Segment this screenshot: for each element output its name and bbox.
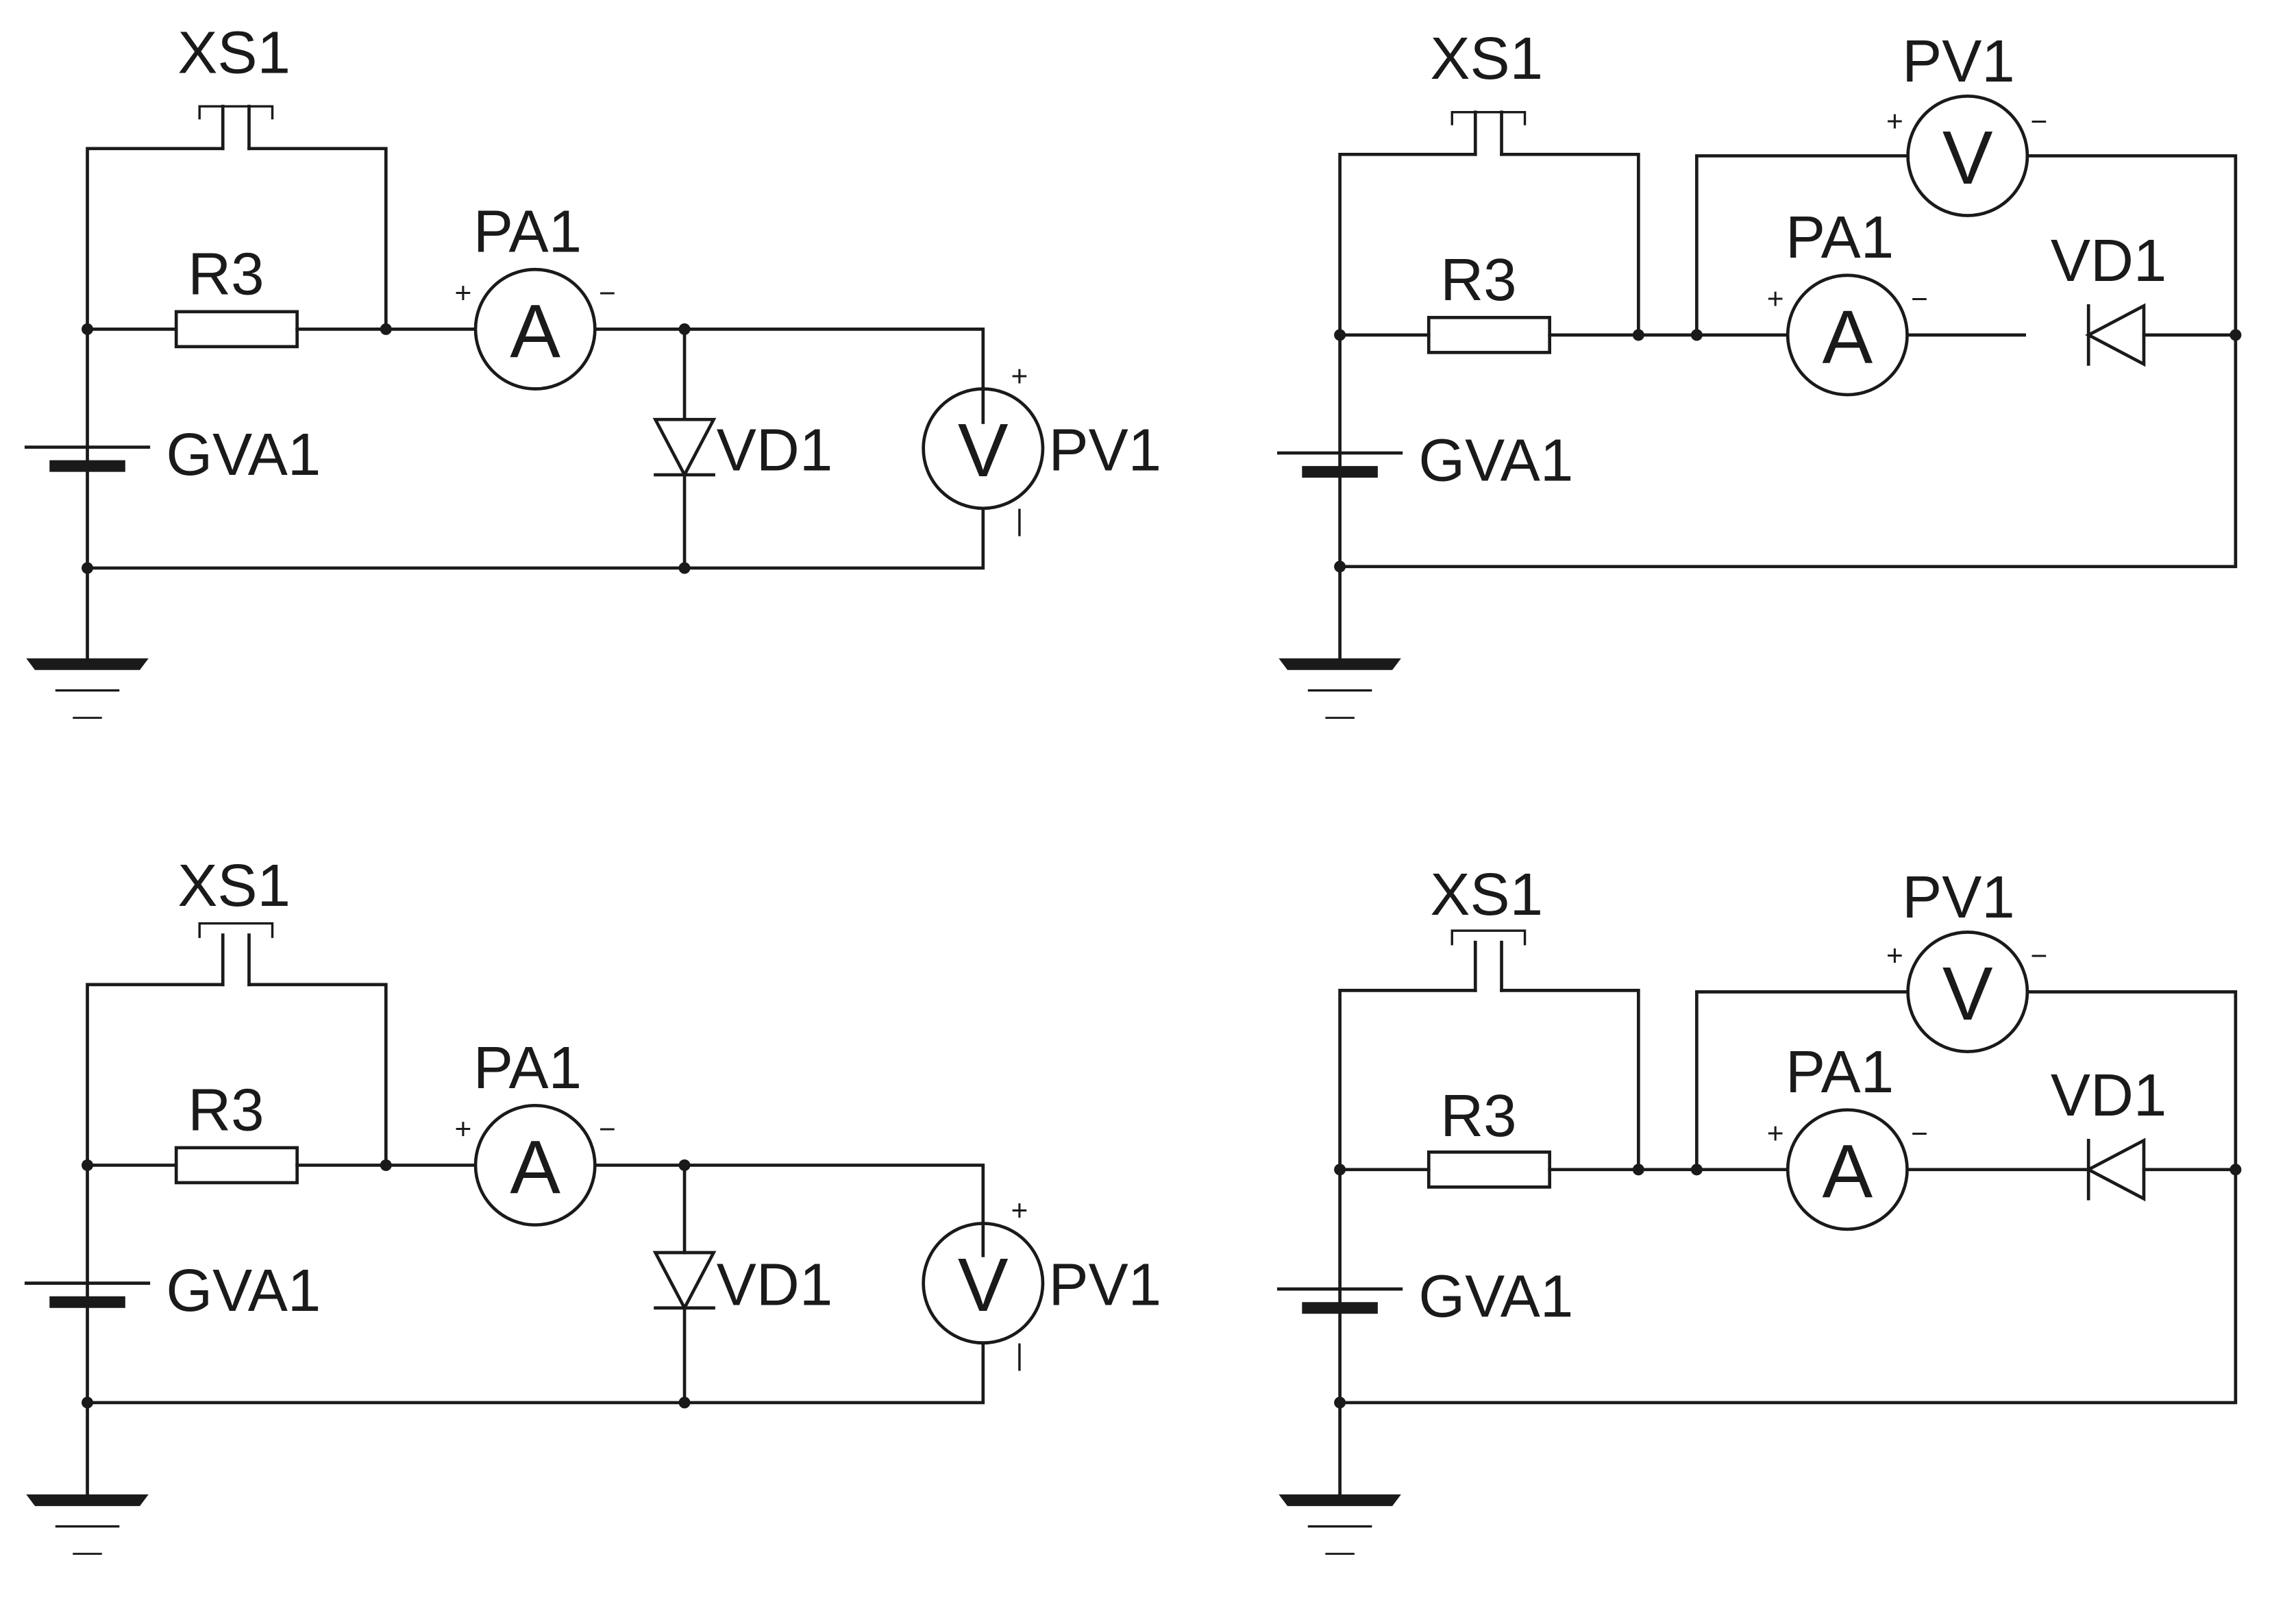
- ammeter-pa1: A + −: [1767, 1108, 1928, 1231]
- voltmeter-minus-sign: −: [2030, 106, 2047, 138]
- voltmeter-plus-sign: +: [1011, 1195, 1028, 1227]
- label-gva1: GVA1: [166, 1257, 321, 1324]
- label-pv1: PV1: [1902, 864, 2015, 931]
- diode-vd1: [652, 417, 717, 478]
- voltmeter-pv1: V + −: [1886, 94, 2047, 217]
- ground-minus-sign: —: [73, 700, 102, 733]
- label-gva1: GVA1: [166, 421, 321, 488]
- label-pv1: PV1: [1048, 417, 1161, 484]
- circuit-bottom-left: A + − V + | — XS1 R3 PA1 VD1 PV1: [24, 852, 1161, 1568]
- label-vd1: VD1: [717, 417, 833, 484]
- ammeter-minus-sign: −: [1911, 1118, 1928, 1151]
- resistor-r3: [1427, 316, 1552, 354]
- battery-gva1: [24, 445, 151, 472]
- ground-symbol: —: [1279, 658, 1401, 733]
- label-xs1: XS1: [177, 19, 291, 86]
- ammeter-symbol: A: [510, 1125, 560, 1209]
- ammeter-pa1: A + −: [455, 267, 616, 391]
- label-pa1: PA1: [1786, 1039, 1894, 1105]
- resistor-r3: [174, 310, 299, 349]
- label-gva1: GVA1: [1418, 1264, 1573, 1330]
- label-pa1: PA1: [473, 199, 582, 265]
- switch-xs1: [198, 104, 274, 151]
- ammeter-pa1: A + −: [455, 1103, 616, 1227]
- voltmeter-symbol: V: [958, 1243, 1009, 1327]
- ammeter-plus-sign: +: [1767, 1118, 1784, 1151]
- ammeter-plus-sign: +: [1767, 284, 1784, 316]
- label-vd1: VD1: [2051, 1062, 2167, 1129]
- label-pa1: PA1: [473, 1035, 582, 1101]
- label-r3: R3: [1440, 247, 1516, 313]
- switch-xs1: [1450, 929, 1527, 992]
- ammeter-plus-sign: +: [455, 278, 472, 310]
- diode-vd1: [652, 1251, 717, 1312]
- ammeter-symbol: A: [1823, 295, 1873, 379]
- switch-xs1: [198, 922, 274, 987]
- voltmeter-symbol: V: [1942, 952, 1993, 1036]
- voltmeter-pv1: V + −: [1886, 931, 2047, 1053]
- ammeter-minus-sign: −: [599, 1114, 616, 1146]
- ammeter-symbol: A: [1823, 1129, 1873, 1214]
- voltmeter-minus-bar: |: [1015, 505, 1023, 537]
- ammeter-plus-sign: +: [455, 1114, 472, 1146]
- label-vd1: VD1: [2051, 227, 2167, 294]
- circuit-bottom-right: A + − V + − — XS1 PV1 R3 PA1 VD1: [1276, 861, 2242, 1568]
- ammeter-minus-sign: −: [599, 278, 616, 310]
- battery-gva1: [24, 1281, 151, 1308]
- label-pa1: PA1: [1786, 204, 1894, 271]
- ground-minus-sign: —: [1325, 1536, 1355, 1568]
- ground-minus-sign: —: [1325, 700, 1355, 733]
- label-xs1: XS1: [177, 852, 291, 919]
- ground-symbol: —: [1279, 1494, 1401, 1568]
- label-gva1: GVA1: [1418, 427, 1573, 493]
- voltmeter-symbol: V: [1942, 116, 1993, 200]
- voltmeter-plus-sign: +: [1011, 360, 1028, 393]
- label-r3: R3: [1440, 1083, 1516, 1149]
- resistor-r3: [1427, 1150, 1552, 1189]
- ground-symbol: —: [26, 658, 149, 733]
- circuit-top-left: A + − V + | — XS1 R3 PA1 VD1 PV1: [24, 19, 1161, 733]
- diode-vd1: [2085, 303, 2146, 367]
- voltmeter-pv1: V + |: [922, 1195, 1045, 1372]
- label-r3: R3: [188, 241, 264, 307]
- label-xs1: XS1: [1430, 25, 1543, 92]
- voltmeter-minus-sign: −: [2030, 940, 2047, 972]
- label-pv1: PV1: [1048, 1252, 1161, 1318]
- voltmeter-pv1: V + |: [922, 360, 1045, 537]
- voltmeter-plus-sign: +: [1886, 940, 1903, 972]
- diode-vd1: [2085, 1137, 2146, 1202]
- resistor-r3: [174, 1146, 299, 1185]
- battery-gva1: [1276, 451, 1403, 478]
- label-r3: R3: [188, 1076, 264, 1143]
- voltmeter-plus-sign: +: [1886, 106, 1903, 138]
- voltmeter-minus-bar: |: [1015, 1340, 1023, 1372]
- ground-minus-sign: —: [73, 1536, 102, 1568]
- ammeter-minus-sign: −: [1911, 284, 1928, 316]
- ammeter-symbol: A: [510, 289, 560, 373]
- label-vd1: VD1: [717, 1252, 833, 1318]
- ground-symbol: —: [26, 1494, 149, 1568]
- label-pv1: PV1: [1902, 28, 2015, 95]
- voltmeter-symbol: V: [958, 408, 1009, 493]
- ammeter-pa1: A + −: [1767, 273, 1928, 397]
- label-xs1: XS1: [1430, 861, 1543, 928]
- battery-gva1: [1276, 1287, 1403, 1314]
- switch-xs1: [1450, 110, 1527, 156]
- circuit-top-right: A + − V + − — XS1 PV1 R3 PA1 VD1: [1276, 25, 2242, 733]
